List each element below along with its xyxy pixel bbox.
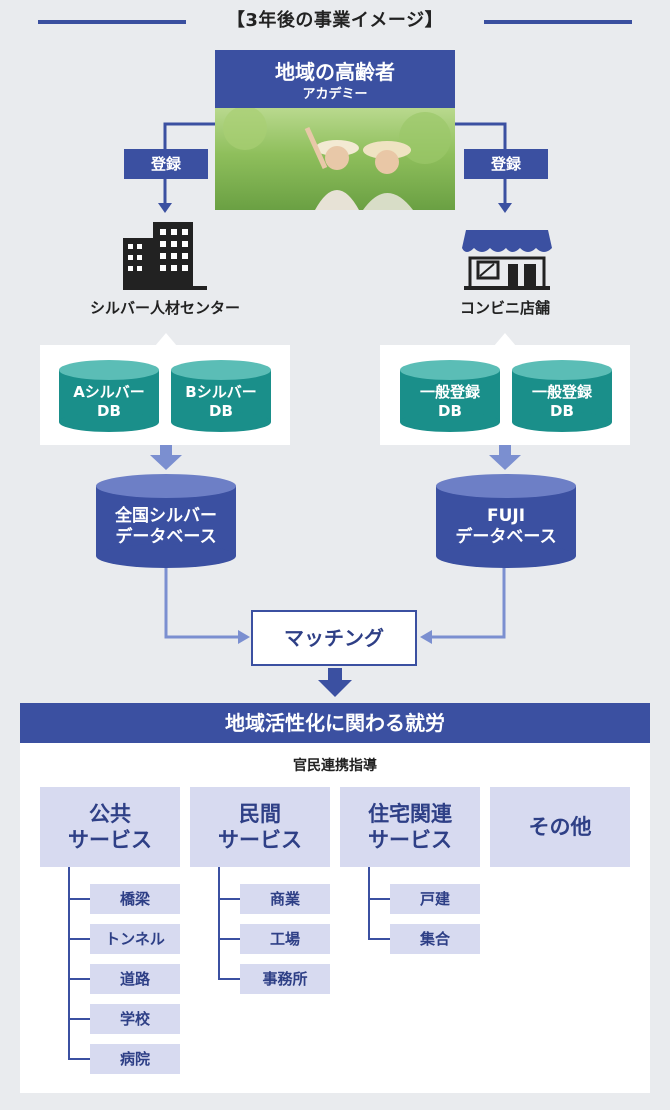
db-b-label: Bシルバー DB — [169, 383, 273, 421]
housing-tree-branch — [368, 898, 390, 900]
fuji-db-cylinder — [436, 474, 576, 568]
db-general-2-label: 一般登録 DB — [510, 383, 614, 421]
public-private-label: 官民連携指導 — [293, 758, 377, 774]
seniors-photo — [215, 106, 455, 210]
fuji-db-line2: データベース — [455, 527, 557, 548]
national-db-line2: データベース — [115, 527, 217, 548]
title-line-right — [484, 20, 632, 24]
title-line-left — [38, 20, 186, 24]
private-tree-branch — [218, 978, 240, 980]
leaf-road: 道路 — [90, 964, 180, 994]
leaf-school: 学校 — [90, 1004, 180, 1034]
db-cylinder-b — [171, 360, 271, 432]
leaf-commercial: 商業 — [240, 884, 330, 914]
db-a-line1: Aシルバー — [73, 383, 145, 401]
left-panel-pointer — [155, 333, 177, 346]
public-tree-branch — [68, 898, 90, 900]
silver-center-label: シルバー人材センター — [89, 299, 240, 317]
db-cylinder-a — [59, 360, 159, 432]
private-tree-branch — [218, 938, 240, 940]
public-tree-branch — [68, 938, 90, 940]
leaf-detached-house: 戸建 — [390, 884, 480, 914]
leaf-tunnel: トンネル — [90, 924, 180, 954]
db-b-line1: Bシルバー — [185, 383, 257, 401]
convenience-label: コンビニ店舗 — [459, 299, 550, 317]
public-tree-branch — [68, 1058, 90, 1060]
leaf-factory: 工場 — [240, 924, 330, 954]
private-tree-branch — [218, 898, 240, 900]
db-general-1-line1: 一般登録 — [419, 383, 480, 401]
housing-tree-branch — [368, 938, 390, 940]
register-label-left: 登録 — [124, 149, 208, 179]
national-silver-db-cylinder — [96, 474, 236, 568]
db-cylinder-general-1 — [400, 360, 500, 432]
db-a-label: Aシルバー DB — [57, 383, 161, 421]
category-public-services: 公共 サービス — [40, 787, 180, 867]
fuji-db-line1: FUJI — [486, 506, 526, 526]
db-general-2-line1: 一般登録 — [531, 383, 592, 401]
category-other: その他 — [490, 787, 630, 867]
public-tree-branch — [68, 978, 90, 980]
leaf-hospital: 病院 — [90, 1044, 180, 1074]
private-tree-line — [218, 867, 220, 979]
leaf-apartment: 集合 — [390, 924, 480, 954]
category-housing-services: 住宅関連 サービス — [340, 787, 480, 867]
public-tree-line — [68, 867, 70, 1059]
register-label-right: 登録 — [464, 149, 548, 179]
db-general-1-label: 一般登録 DB — [398, 383, 502, 421]
academy-subtitle: アカデミー — [302, 87, 368, 102]
matching-box: マッチング — [251, 610, 417, 666]
db-cylinder-general-2 — [512, 360, 612, 432]
page-title: 【3年後の事業イメージ】 — [226, 10, 444, 31]
db-general-2-line2: DB — [550, 401, 574, 420]
academy-title: 地域の高齢者 — [275, 60, 395, 84]
right-panel-pointer — [494, 333, 516, 346]
leaf-bridge: 橋梁 — [90, 884, 180, 914]
db-general-1-line2: DB — [438, 401, 462, 420]
housing-tree-line — [368, 867, 370, 939]
public-tree-branch — [68, 1018, 90, 1020]
leaf-office: 事務所 — [240, 964, 330, 994]
national-db-line1: 全国シルバー — [115, 506, 217, 526]
employment-title: 地域活性化に関わる就労 — [20, 703, 650, 743]
seniors-photo-graphic — [223, 106, 451, 210]
category-private-services: 民間 サービス — [190, 787, 330, 867]
fuji-db-label: FUJI データベース — [434, 506, 578, 549]
national-silver-db-label: 全国シルバー データベース — [94, 506, 238, 549]
db-b-line2: DB — [209, 401, 233, 420]
db-a-line2: DB — [97, 401, 121, 420]
convenience-store-icon — [462, 230, 552, 290]
academy-box: 地域の高齢者 アカデミー — [215, 50, 455, 210]
office-building-icon — [123, 222, 207, 290]
